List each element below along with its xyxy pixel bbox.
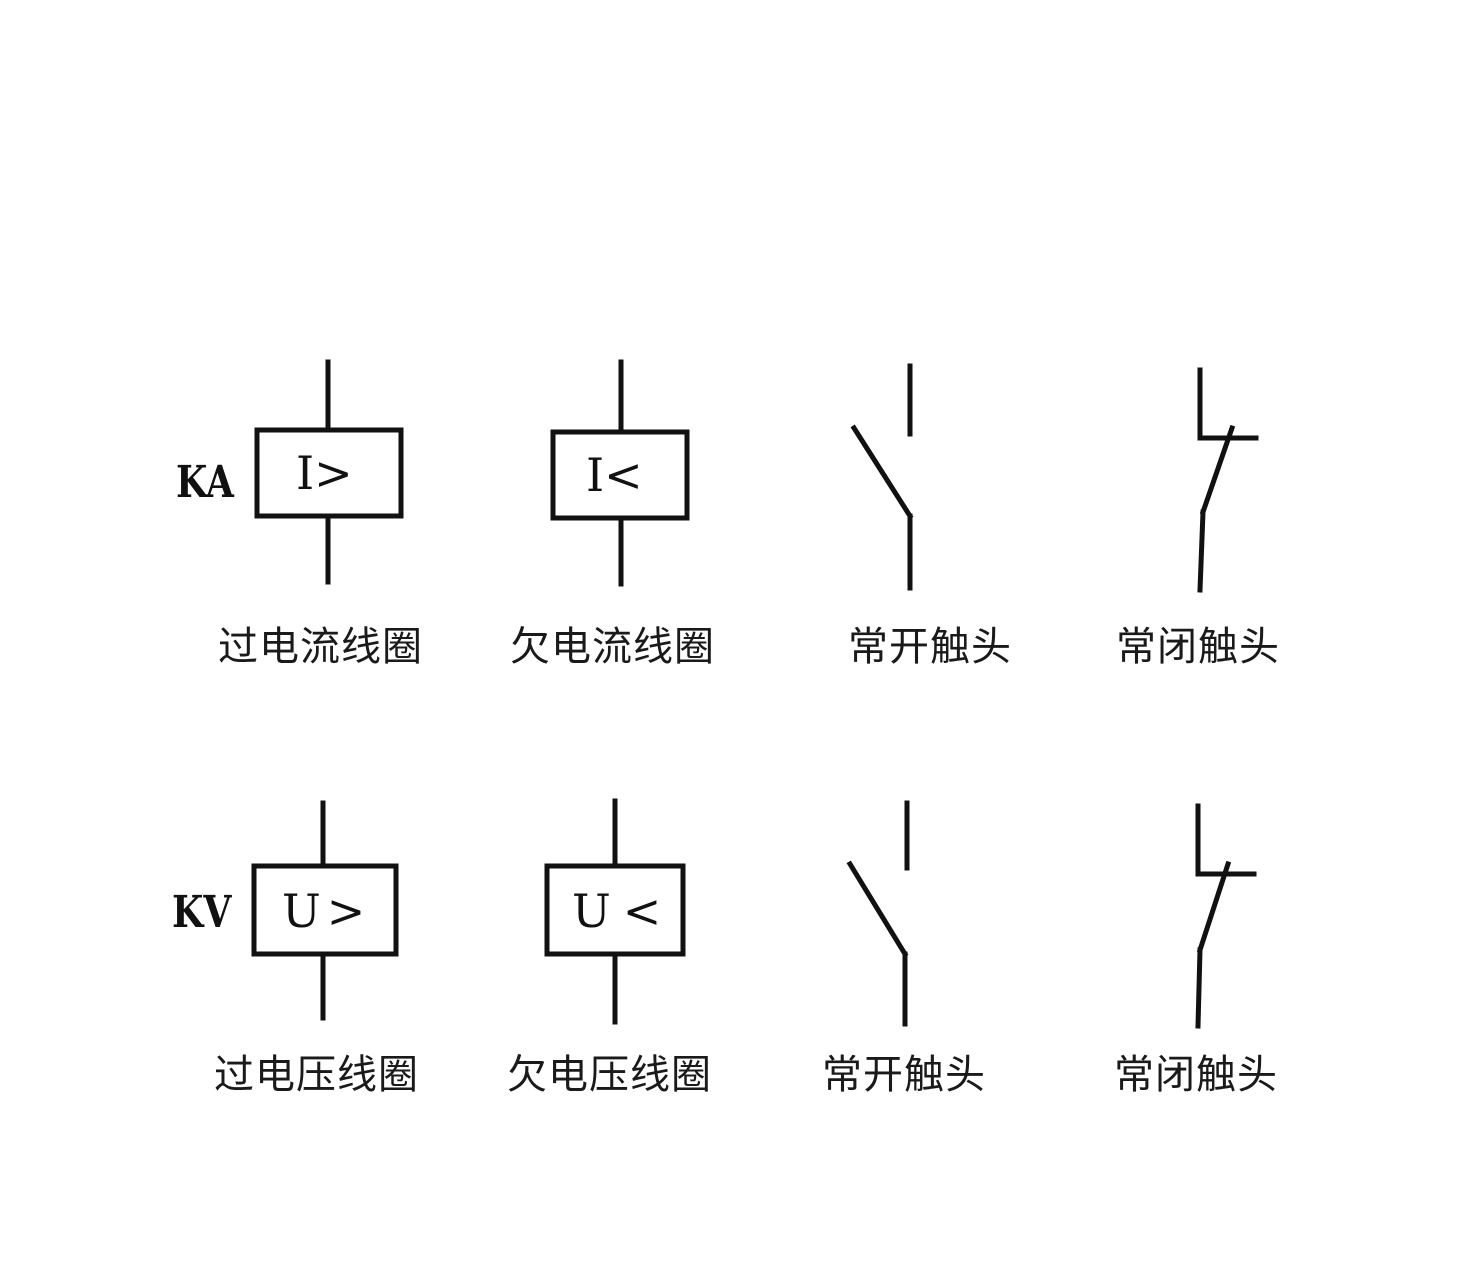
coil-operator: < [622,884,674,938]
normally-closed-contact-symbol-1 [1197,367,1259,593]
normally-open-contact-symbol-2 [846,800,910,1027]
under-current-coil-text: I< [586,450,643,500]
coil-operator: > [314,446,353,500]
under-voltage-coil-symbol [544,798,686,1025]
caption-normally-open-contact-1: 常开触头 [848,624,1012,670]
under-voltage-coil-text: U< [572,886,673,936]
caption-over-voltage-coil: 过电压线圈 [214,1052,419,1098]
caption-normally-open-contact-2: 常开触头 [822,1052,986,1098]
caption-over-current-coil: 过电流线圈 [218,624,423,670]
over-current-coil-symbol [254,359,404,585]
coil-letter: U [572,884,623,938]
over-current-coil-text: I> [296,448,353,498]
coil-operator: > [326,884,372,938]
coil-letter: I [586,448,605,502]
coil-operator: < [604,448,643,502]
normally-closed-contact-symbol-2 [1195,803,1257,1029]
device-label-ka: KA [176,457,234,508]
over-voltage-coil-symbol [251,800,399,1021]
caption-normally-closed-contact-1: 常闭触头 [1116,624,1280,670]
device-label-kv: KV [172,887,232,938]
coil-letter: I [296,446,315,500]
normally-open-contact-symbol-1 [850,363,914,591]
caption-under-current-coil: 欠电流线圈 [510,624,715,670]
under-current-coil-symbol [550,359,690,587]
caption-normally-closed-contact-2: 常闭触头 [1114,1052,1278,1098]
over-voltage-coil-text: U> [282,886,371,936]
caption-under-voltage-coil: 欠电压线圈 [507,1052,712,1098]
coil-letter: U [282,884,327,938]
